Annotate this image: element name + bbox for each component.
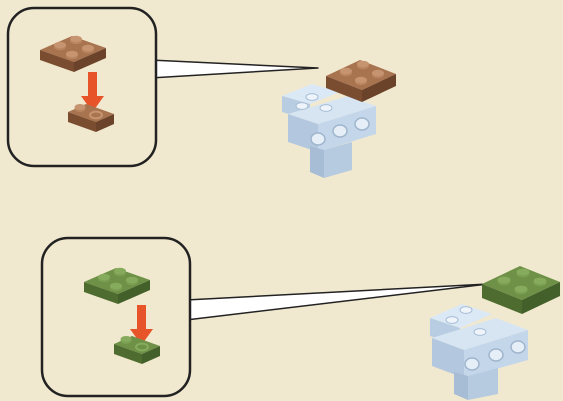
callout-1-brown-plate-2x2 <box>40 35 106 72</box>
stud <box>332 124 348 138</box>
stud <box>110 282 122 292</box>
stud <box>98 273 110 283</box>
callout-1-brown-plate-1x2 <box>68 104 114 132</box>
stud <box>305 93 319 101</box>
step-1-base-model <box>282 84 376 178</box>
stud <box>445 316 459 324</box>
stud <box>497 276 511 286</box>
callout-2-down-arrow-icon <box>130 305 153 345</box>
stud <box>459 306 473 314</box>
step-1-brown-plate-placed <box>326 60 396 102</box>
stud-ring <box>135 342 149 352</box>
stud <box>372 69 384 79</box>
stud <box>464 357 480 371</box>
callout-1-box <box>6 6 158 168</box>
stud <box>357 60 369 70</box>
stud <box>70 35 82 45</box>
stud <box>295 102 309 110</box>
step-2-green-plate-placed <box>482 266 560 314</box>
stud <box>74 104 86 112</box>
stud <box>126 276 138 286</box>
stud <box>533 277 547 287</box>
stud-ring <box>89 110 103 120</box>
stud <box>310 132 326 146</box>
callout-2-green-plate-1x2 <box>114 336 160 364</box>
step-1 <box>6 6 396 178</box>
step-2 <box>40 236 560 400</box>
stud <box>114 267 126 277</box>
stud <box>340 67 352 77</box>
stud <box>82 44 94 54</box>
stud <box>54 41 66 51</box>
step-2-base-model <box>430 304 528 400</box>
callout-1-down-arrow-icon <box>81 72 104 112</box>
stud <box>510 340 526 354</box>
callout-2-box <box>40 236 192 398</box>
stud <box>66 50 78 60</box>
stud <box>516 268 530 278</box>
stud <box>355 76 367 86</box>
stud <box>120 336 132 344</box>
stud <box>354 117 370 131</box>
stud <box>488 348 504 362</box>
callout-2-green-plate-2x2 <box>84 267 150 304</box>
stud <box>514 285 528 295</box>
stud <box>473 328 487 336</box>
stud <box>319 104 333 112</box>
